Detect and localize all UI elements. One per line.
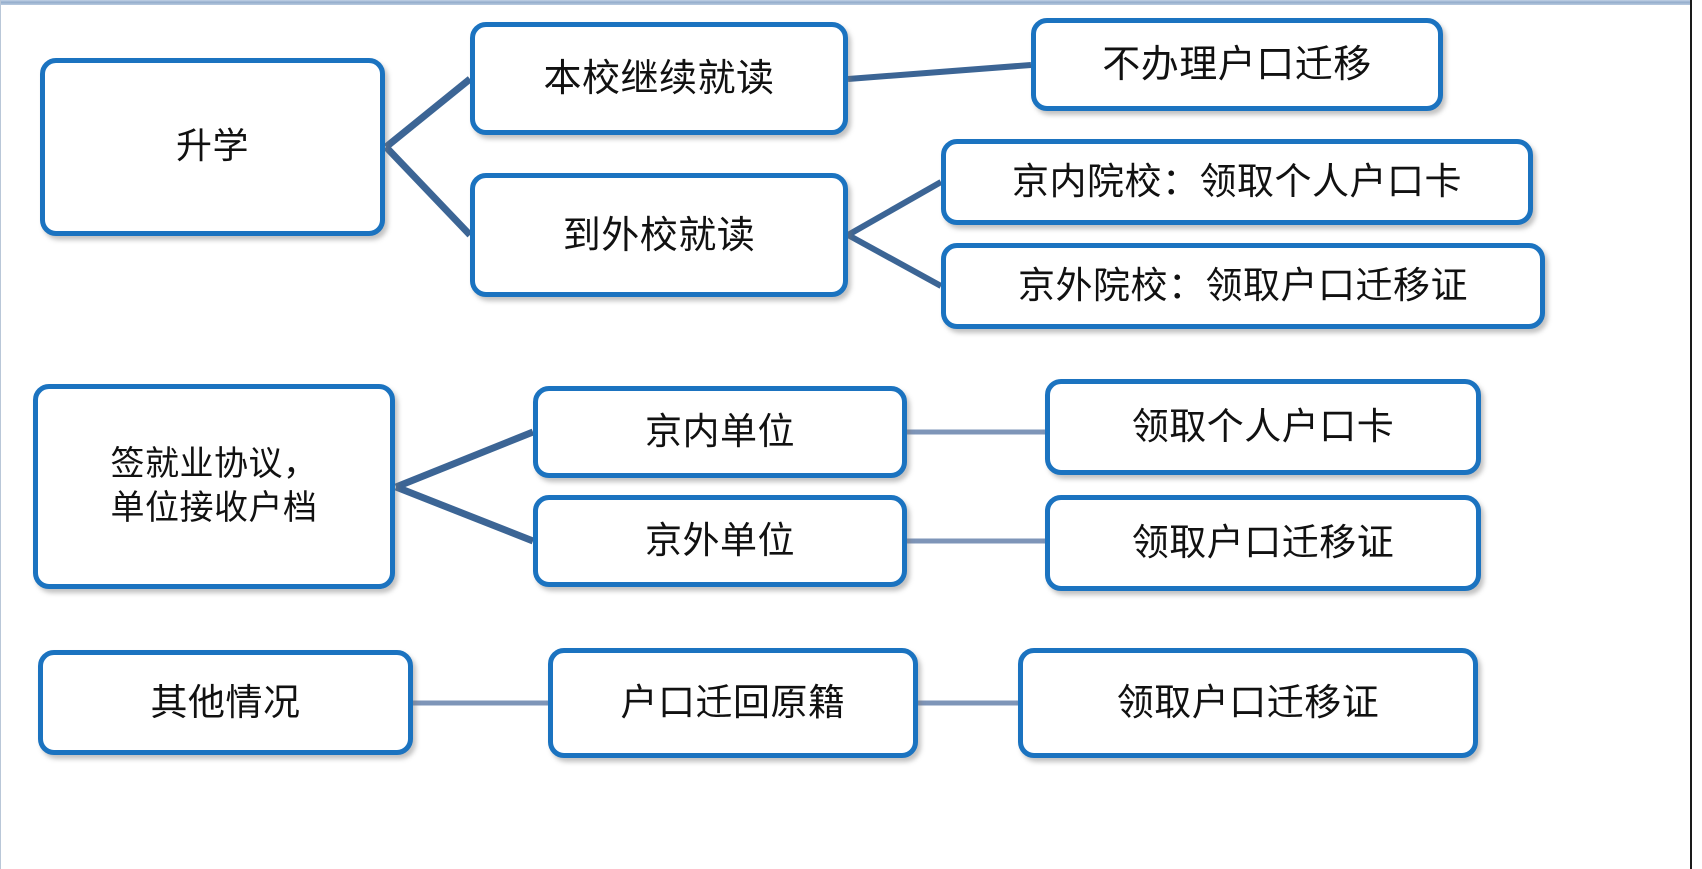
- node-jingwai-danwei-label: 京外单位: [645, 519, 795, 563]
- node-lingqu-hukou-qianyi-zheng-2[interactable]: 领取户口迁移证: [1018, 648, 1478, 758]
- node-jingwai-danwei[interactable]: 京外单位: [533, 495, 907, 587]
- node-shengxue-label: 升学: [175, 125, 249, 167]
- node-bu-banli-hukou-qianyi[interactable]: 不办理户口迁移: [1031, 18, 1443, 111]
- node-jingnei-yuanxiao[interactable]: 京内院校：领取个人户口卡: [941, 139, 1533, 225]
- node-dao-waixiao-jiudu[interactable]: 到外校就读: [470, 173, 848, 297]
- connector-shengxue-to-waixiao: [383, 144, 473, 238]
- connector-shengxue-to-benxiao: [383, 76, 473, 150]
- node-benxiao-jixu-jiudu-label: 本校继续就读: [543, 56, 775, 101]
- node-qita-qingkuang[interactable]: 其他情况: [38, 650, 413, 755]
- node-jingwai-yuanxiao[interactable]: 京外院校：领取户口迁移证: [941, 243, 1545, 329]
- left-edge-rule: [0, 0, 1, 869]
- node-qian-jiuye-xieyi[interactable]: 签就业协议， 单位接收户档: [33, 384, 395, 589]
- node-dao-waixiao-jiudu-label: 到外校就读: [562, 212, 756, 257]
- node-lingqu-geren-hukou-ka[interactable]: 领取个人户口卡: [1045, 379, 1481, 475]
- node-lingqu-hukou-qianyi-zheng[interactable]: 领取户口迁移证: [1045, 495, 1481, 591]
- top-divider-rule: [0, 0, 1692, 5]
- node-lingqu-geren-hukou-ka-label: 领取个人户口卡: [1131, 405, 1395, 449]
- node-qita-qingkuang-label: 其他情况: [150, 680, 301, 724]
- right-edge-rule: [1690, 0, 1692, 869]
- connector-jiuye-to-jingnei-dw: [394, 428, 535, 491]
- node-hukou-qianhui-yuanji[interactable]: 户口迁回原籍: [548, 648, 918, 758]
- node-hukou-qianhui-yuanji-label: 户口迁回原籍: [620, 681, 846, 725]
- node-bu-banli-hukou-qianyi-label: 不办理户口迁移: [1102, 42, 1372, 87]
- node-jingnei-yuanxiao-label: 京内院校：领取个人户口卡: [1012, 160, 1462, 204]
- node-qian-jiuye-xieyi-label: 签就业协议， 单位接收户档: [110, 443, 318, 528]
- node-lingqu-hukou-qianyi-zheng-2-label: 领取户口迁移证: [1116, 681, 1380, 725]
- connector-jiuye-to-jingwai-dw: [394, 483, 535, 545]
- node-jingnei-danwei-label: 京内单位: [645, 410, 795, 454]
- node-jingwai-yuanxiao-label: 京外院校：领取户口迁移证: [1018, 264, 1468, 308]
- connector-benxiao-to-nomove: [847, 62, 1032, 82]
- node-lingqu-hukou-qianyi-zheng-label: 领取户口迁移证: [1131, 521, 1395, 565]
- node-benxiao-jixu-jiudu[interactable]: 本校继续就读: [470, 22, 848, 135]
- connector-waixiao-to-jingwai-yx: [846, 232, 943, 289]
- connector-waixiao-to-jingnei-yx: [846, 179, 943, 238]
- node-shengxue[interactable]: 升学: [40, 58, 385, 236]
- node-jingnei-danwei[interactable]: 京内单位: [533, 386, 907, 478]
